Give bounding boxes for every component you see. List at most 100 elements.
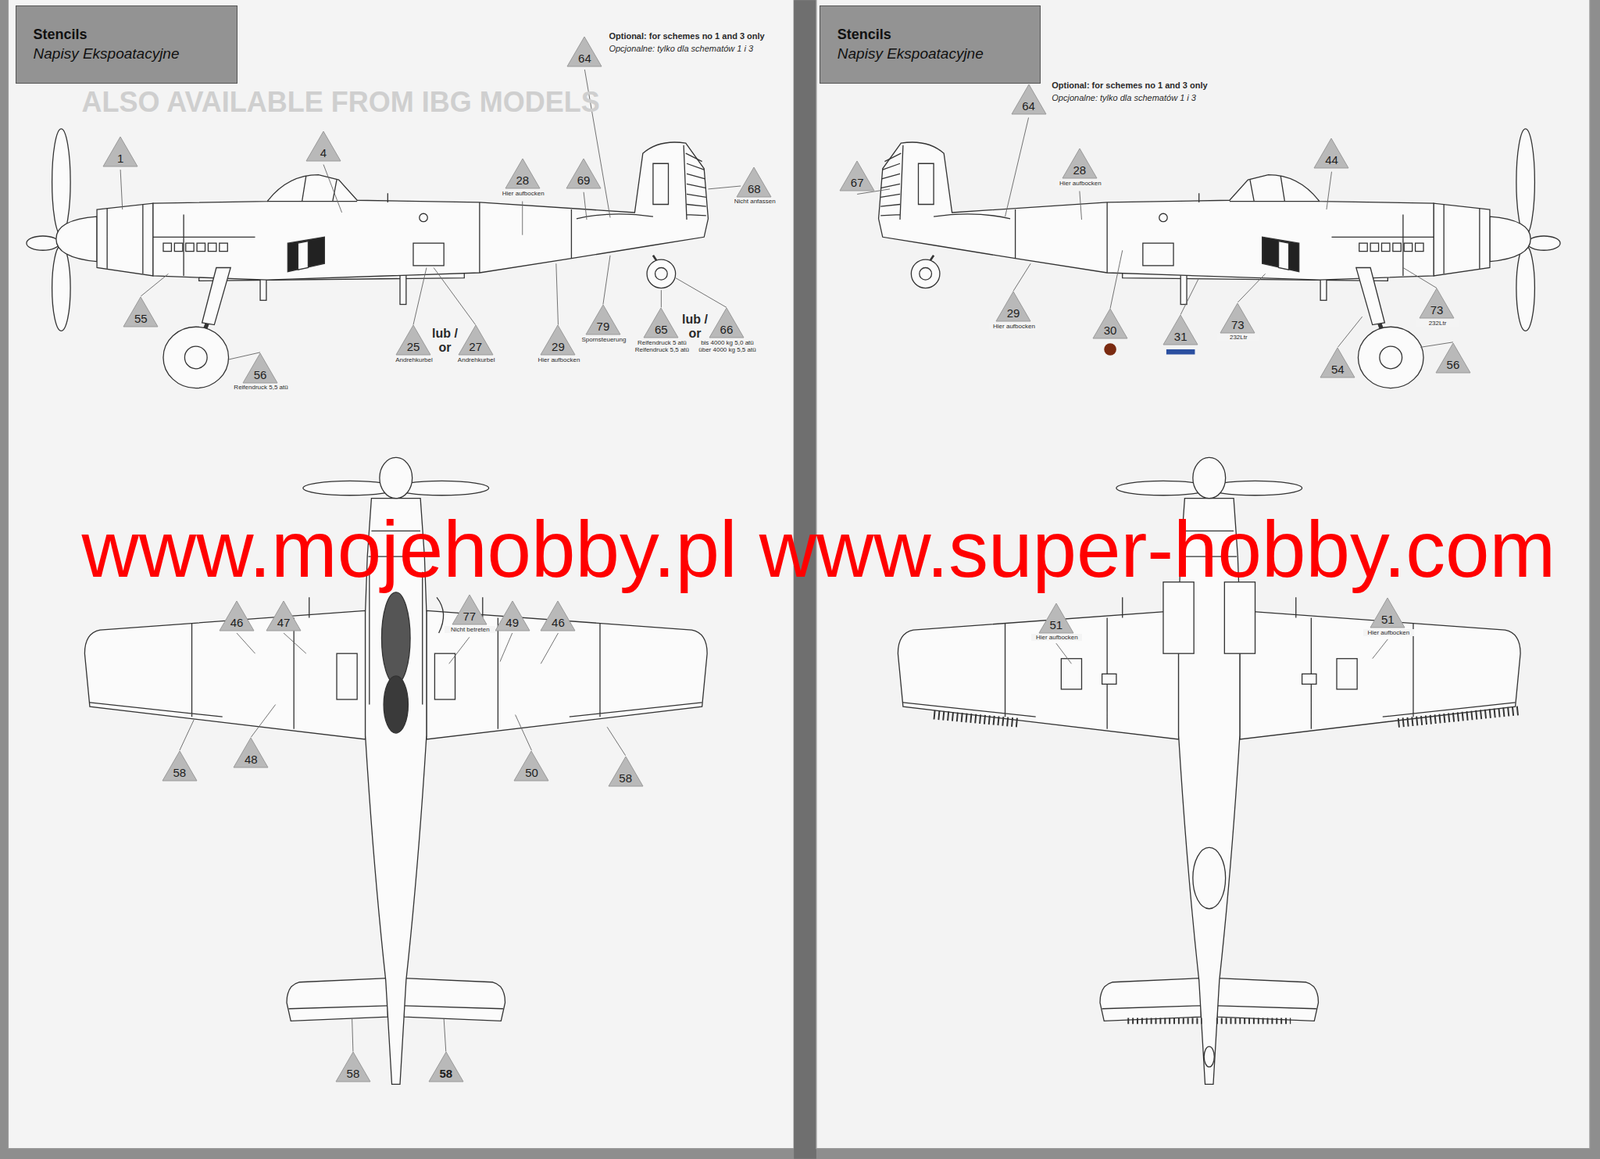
leader-lines [583, 192, 587, 220]
callout-number-text: 67 [839, 176, 875, 190]
leader-lines [1005, 117, 1029, 217]
callout-triangle [736, 167, 772, 197]
callout-number: 64 [566, 35, 603, 68]
callout-number: 73 [1418, 287, 1455, 319]
top-view-details [434, 653, 455, 700]
callout-number-text: 4 [305, 146, 342, 160]
callout-triangle [1370, 597, 1405, 628]
callout-number: 4 [305, 130, 342, 162]
stencil-caption: Spornsteuerung [577, 335, 630, 343]
callout-number: 29 [539, 324, 576, 356]
callout-triangle [1320, 347, 1355, 378]
aircraft-drawings [878, 128, 1561, 389]
leader-lines [120, 169, 123, 210]
callout-number: 46 [218, 600, 255, 632]
callout-triangle [219, 600, 254, 631]
leader-lines [556, 263, 559, 325]
leader-lines [443, 1018, 447, 1052]
callout-number-text: 28 [504, 174, 541, 187]
option-note: Opcjonalne: tylko dla schematów 1 i 3 [1050, 92, 1197, 104]
callout-triangle [1314, 138, 1349, 168]
callout-number-text: 56 [242, 368, 279, 382]
bleed-through-text: ALSO AVAILABLE FROM IBG MODELS [81, 85, 600, 118]
bottom-view-details [1127, 1017, 1291, 1024]
option-note: Optional: for schemes no 1 and 3 only [1050, 80, 1208, 91]
callout-number-text: 51 [1038, 618, 1075, 632]
bottom-view-details [1192, 846, 1226, 908]
callout-triangle [1435, 342, 1471, 373]
callout-triangle [540, 600, 575, 631]
bottom-view-details [1224, 582, 1255, 654]
stencil-caption: 232Ltr [1416, 319, 1459, 327]
callout-number: 44 [1313, 137, 1350, 169]
callout-number-text: 47 [265, 616, 302, 629]
callout-number-text: 58 [335, 1067, 372, 1080]
callout-triangle [567, 36, 602, 67]
callout-number-text: 50 [513, 766, 550, 779]
callout-number: 73 [1219, 302, 1256, 334]
stencil-caption: Reifendruck 5,5 atü [229, 383, 293, 391]
callout-number-text: 29 [995, 307, 1032, 320]
callout-number: 28 [1061, 147, 1098, 179]
header-title: Stencils [33, 26, 232, 43]
callout-triangle [452, 594, 487, 625]
top-view-details [336, 653, 358, 700]
callout-number-text: 77 [451, 610, 488, 623]
callout-triangle [540, 325, 575, 355]
callout-number: 58 [607, 755, 644, 787]
leader-lines [500, 632, 513, 662]
callout-number-text: 73 [1219, 318, 1256, 332]
option-note: Optional: for schemes no 1 and 3 only [607, 31, 765, 42]
callout-number: 79 [585, 303, 622, 336]
watermark: www.mojehobby.pl www.super-hobby.com [81, 510, 1556, 590]
callout-triangle [1163, 314, 1198, 345]
header-title: Stencils [837, 26, 1034, 43]
leader-lines [603, 255, 611, 305]
leader-lines [1079, 191, 1083, 221]
leader-lines [1013, 263, 1031, 291]
leader-lines [449, 636, 470, 664]
callout-triangle [495, 600, 530, 631]
callout-number: 47 [265, 600, 302, 632]
callout-number-text: 68 [735, 182, 772, 196]
callout-triangle [103, 136, 138, 167]
top-view-details [336, 571, 456, 733]
callout-number-text: 46 [218, 616, 255, 629]
stencil-caption: Hier aufbocken [497, 189, 549, 197]
top-view-details [383, 675, 408, 733]
leader-lines [283, 632, 307, 654]
callout-number: 65 [642, 307, 679, 339]
callout-triangle [306, 131, 341, 161]
leader-lines [179, 719, 194, 750]
stencil-caption: Hier aufbocken [533, 356, 585, 364]
callout-number-text: 79 [585, 320, 622, 333]
callout-triangle [266, 600, 301, 631]
leader-lines [540, 632, 558, 664]
leader-lines [1420, 342, 1454, 348]
callout-number-text: 58 [607, 771, 644, 785]
callout-number: 1 [102, 135, 139, 168]
callout-number-text: 73 [1418, 303, 1455, 317]
stencil-caption: Hier aufbocken [1363, 628, 1415, 636]
top-view-details [436, 596, 444, 633]
leader-lines [1056, 642, 1072, 664]
callout-triangle [1419, 288, 1454, 318]
callout-number-text: 31 [1162, 330, 1199, 343]
callout-number-text: 64 [566, 52, 603, 65]
leader-lines [521, 201, 523, 236]
callout-triangle [233, 737, 268, 768]
header-subtitle: Napisy Ekspoatacyjne [33, 45, 232, 63]
callout-triangle [643, 307, 679, 338]
bottom-view-details [1163, 582, 1194, 654]
callout-triangle [839, 160, 875, 191]
callout-number-text: 64 [1010, 100, 1047, 113]
decal-marks [1166, 349, 1196, 355]
aircraft-drawings [26, 128, 708, 389]
leader-lines [140, 273, 168, 297]
leader-lines [1372, 639, 1389, 659]
stencil-caption: Hier aufbocken [1055, 179, 1107, 187]
callout-triangle [1011, 84, 1047, 115]
leader-lines [1403, 267, 1437, 288]
